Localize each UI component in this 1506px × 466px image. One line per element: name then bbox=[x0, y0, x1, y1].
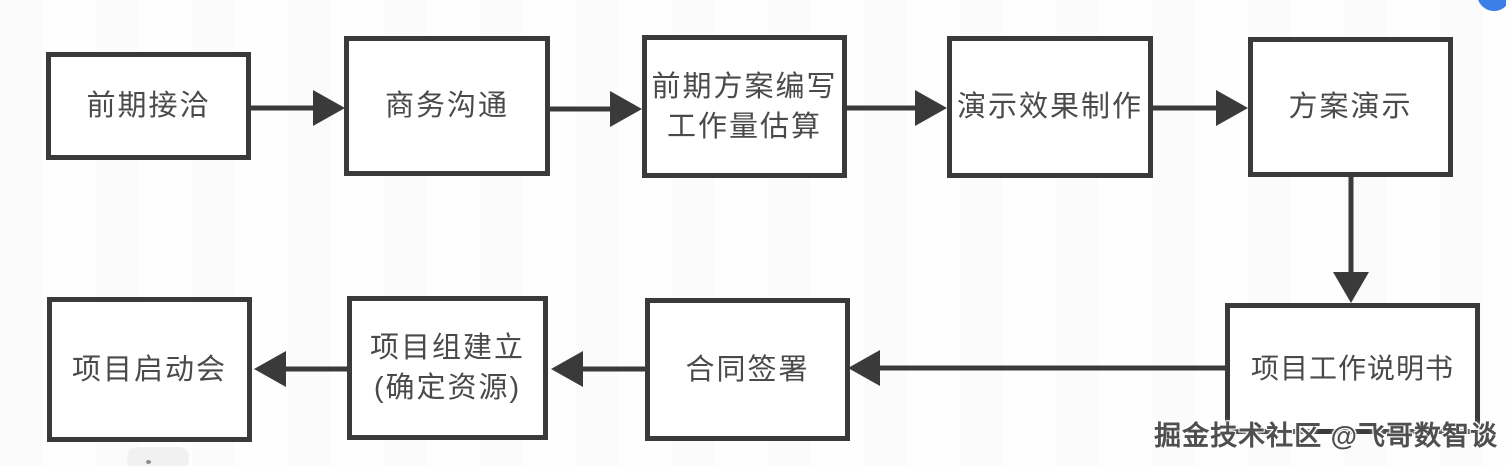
arrowhead-right-icon bbox=[1216, 90, 1248, 126]
flow-node-label: 方案演示 bbox=[1288, 91, 1413, 123]
flow-node-contract-signing: 合同签署 bbox=[645, 298, 850, 441]
flow-node-label-line2: 工作量估算 bbox=[666, 110, 822, 143]
arrow-sow-to-contract-signing bbox=[848, 350, 1225, 386]
arrowhead-right-icon bbox=[915, 90, 947, 126]
flow-node-preliminary-proposal: 前期方案编写 工作量估算 bbox=[642, 35, 847, 178]
flow-node-label: 项目工作说明书 bbox=[1250, 352, 1454, 384]
flow-node-label: 前期接洽 bbox=[86, 90, 211, 122]
flow-node-label-line1: 项目组建立 bbox=[369, 332, 525, 364]
watermark-text: 掘金技术社区 @飞哥数智谈 bbox=[1154, 421, 1498, 451]
arrow-proposal-presentation-to-sow bbox=[1333, 177, 1369, 303]
flow-node-project-kickoff-meeting: 项目启动会 bbox=[47, 297, 252, 442]
arrow-preliminary-proposal-to-demo-effect bbox=[847, 90, 947, 126]
flow-node-label: 演示效果制作 bbox=[956, 91, 1143, 123]
flow-node-label: 合同签署 bbox=[685, 353, 810, 386]
flow-node-proposal-presentation: 方案演示 bbox=[1248, 37, 1453, 177]
flow-node-demo-effect-production: 演示效果制作 bbox=[947, 36, 1153, 178]
arrow-team-setup-to-kickoff-meeting bbox=[254, 351, 347, 387]
arrow-initial-contact-to-business-communication bbox=[251, 90, 345, 126]
arrowhead-left-icon bbox=[254, 351, 286, 387]
flow-node-label-line1: 前期方案编写 bbox=[651, 70, 838, 103]
flow-node-project-statement-of-work: 项目工作说明书 bbox=[1225, 303, 1480, 434]
flow-node-project-team-setup: 项目组建立 (确定资源) bbox=[347, 296, 548, 440]
flow-node-label: 商务沟通 bbox=[384, 90, 509, 122]
cropped-remnant-dot bbox=[146, 460, 151, 464]
floating-badge-icon[interactable] bbox=[1477, 0, 1506, 11]
arrow-demo-effect-to-proposal-presentation bbox=[1153, 90, 1248, 126]
arrowhead-right-icon bbox=[313, 90, 345, 126]
arrowhead-right-icon bbox=[610, 91, 642, 127]
arrowhead-down-icon bbox=[1333, 272, 1369, 303]
flow-node-business-communication: 商务沟通 bbox=[344, 36, 550, 176]
flow-node-label-line2: (确定资源) bbox=[373, 372, 522, 404]
flow-node-label: 项目启动会 bbox=[71, 353, 227, 386]
arrowhead-left-icon bbox=[848, 350, 880, 386]
arrow-contract-signing-to-team-setup bbox=[551, 351, 645, 387]
flow-node-initial-contact: 前期接洽 bbox=[46, 52, 251, 160]
cropped-remnant-blob bbox=[127, 447, 189, 466]
arrow-business-communication-to-preliminary-proposal bbox=[550, 91, 642, 127]
arrowhead-left-icon bbox=[551, 351, 583, 387]
